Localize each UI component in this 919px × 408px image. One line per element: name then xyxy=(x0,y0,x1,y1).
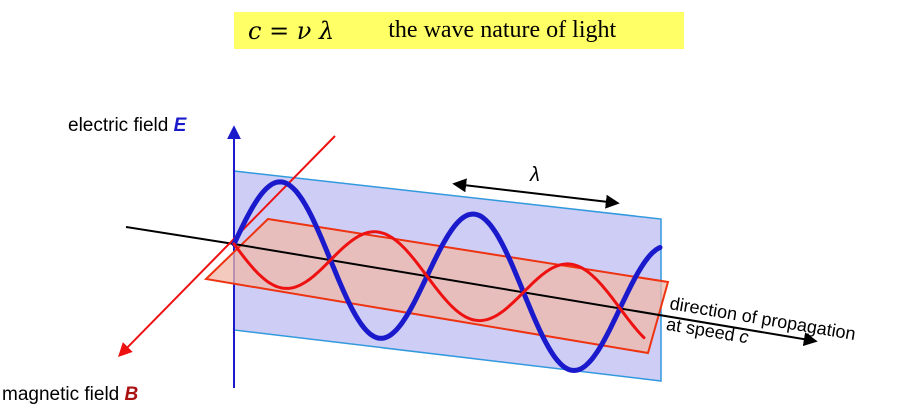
wavelength-label: λ xyxy=(529,164,540,186)
magnetic-field-plane xyxy=(203,217,670,355)
magnetic-field-wave xyxy=(232,230,646,340)
wavelength-arrow xyxy=(452,178,620,209)
electric-field-symbol: E xyxy=(174,115,188,136)
magnetic-field-axis xyxy=(118,135,336,357)
electric-field-text: electric field xyxy=(68,115,174,136)
title-caption: the wave nature of light xyxy=(388,17,617,43)
magnetic-field-symbol: B xyxy=(125,384,139,405)
speed-symbol: c xyxy=(738,326,750,347)
direction-label: direction of propagation at speed c xyxy=(665,293,857,347)
magnetic-field-label: magnetic field B xyxy=(2,384,139,405)
title-box: c = ν λ the wave nature of light xyxy=(234,12,684,49)
wave-equation: c = ν λ xyxy=(248,16,335,45)
magnetic-field-text: magnetic field xyxy=(2,384,125,405)
electric-field-label: electric field E xyxy=(68,115,188,136)
propagation-axis-back xyxy=(125,226,235,245)
electric-field-wave xyxy=(231,179,663,374)
